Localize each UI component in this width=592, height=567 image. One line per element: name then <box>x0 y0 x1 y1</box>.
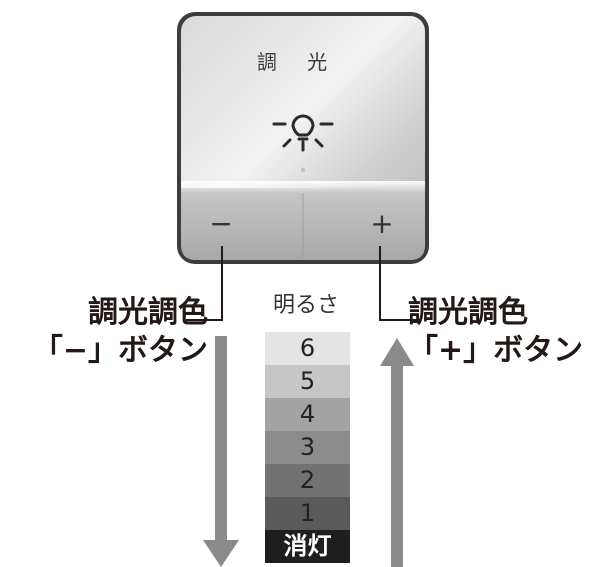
brightness-level: 1 <box>265 497 350 530</box>
indicator-dot <box>301 168 305 172</box>
brightness-level: 6 <box>265 332 350 365</box>
brightness-level: 3 <box>265 431 350 464</box>
down-arrow-icon <box>203 336 239 567</box>
brightness-header: 明るさ <box>272 293 339 318</box>
brightness-level: 2 <box>265 464 350 497</box>
panel-title: 調 光 <box>256 50 340 74</box>
plus-callout-line2: 「+」ボタン <box>408 333 584 368</box>
minus-callout-line1: 調光調色 <box>88 295 208 330</box>
light-bulb-icon <box>272 114 334 152</box>
minus-leader-line <box>186 246 223 321</box>
plus-button[interactable]: + <box>370 207 394 240</box>
plus-leader-line <box>379 246 420 321</box>
brightness-level: 4 <box>265 398 350 431</box>
minus-button-callout: 調光調色 「−」ボタン <box>8 294 208 370</box>
brightness-level: 消灯 <box>265 530 350 563</box>
minus-callout-line2: 「−」ボタン <box>32 333 208 368</box>
up-arrow-icon <box>380 338 414 567</box>
brightness-level: 5 <box>265 365 350 398</box>
minus-button[interactable]: − <box>209 207 233 240</box>
plus-button-callout: 調光調色 「+」ボタン <box>408 294 583 370</box>
plus-callout-line1: 調光調色 <box>408 295 528 330</box>
